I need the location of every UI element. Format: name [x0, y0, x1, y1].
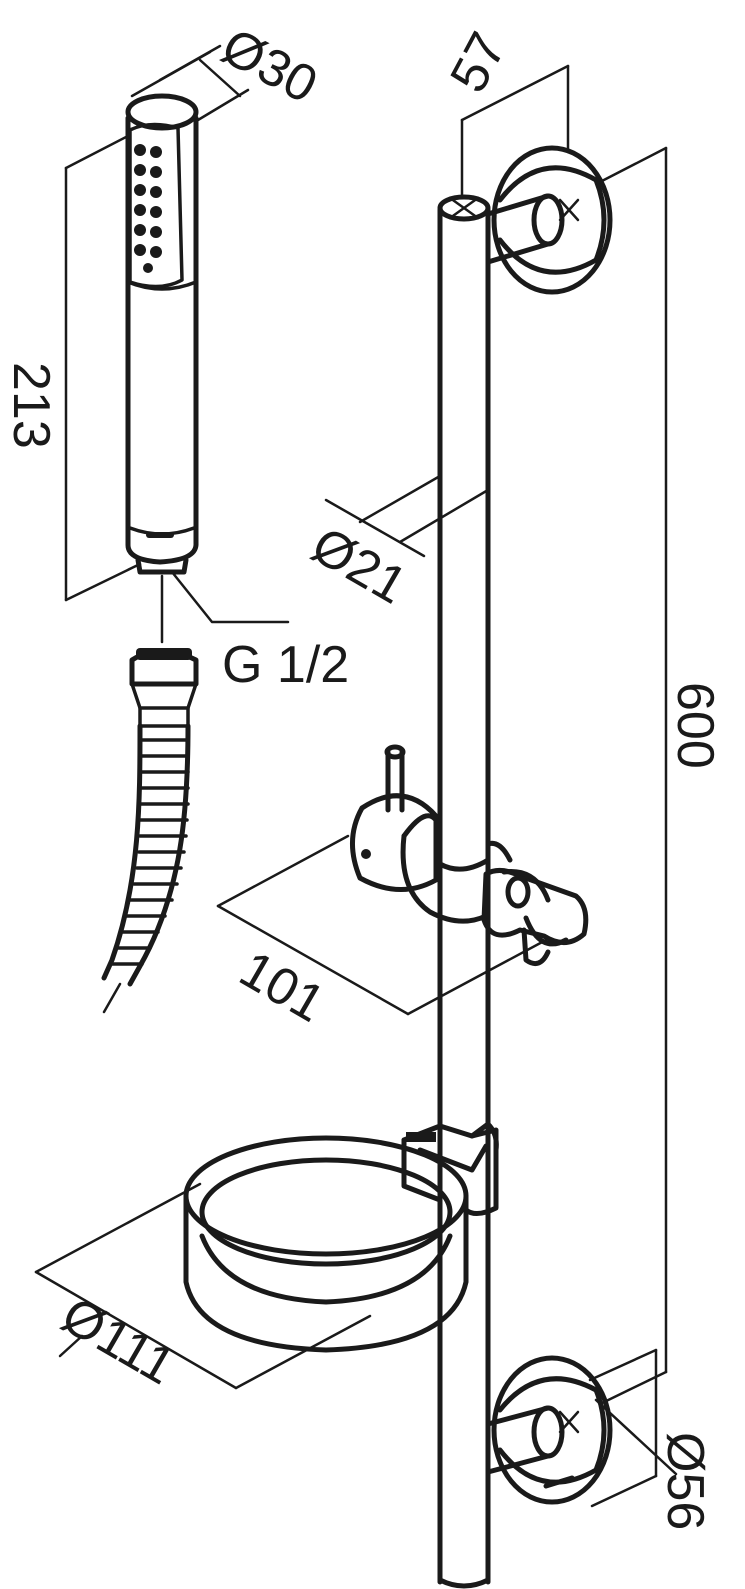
label-hand-shower-length: 213 — [2, 362, 60, 449]
dim-rail-diameter: Ø21 — [302, 474, 490, 616]
label-slider-depth: 101 — [230, 940, 334, 1034]
dim-rail-length: 600 — [598, 146, 724, 1406]
hose-ribs — [108, 738, 190, 966]
label-rail-length: 600 — [666, 682, 724, 769]
dim-hand-shower-length: 213 — [2, 134, 142, 602]
label-bracket-depth: 57 — [439, 23, 517, 101]
soap-ring — [183, 1121, 499, 1353]
slide-rail — [437, 194, 491, 1589]
label-soap-ring-diameter: Ø111 — [52, 1286, 184, 1396]
dim-flange-diameter: Ø56 — [588, 1348, 714, 1530]
label-rail-diameter: Ø21 — [302, 516, 416, 615]
thread-leader: G 1/2 — [170, 570, 349, 694]
dim-hand-shower-diameter: Ø30 — [130, 17, 326, 122]
top-wall-bracket — [485, 145, 613, 295]
label-thread: G 1/2 — [222, 636, 349, 694]
bottom-wall-bracket — [485, 1355, 613, 1505]
spray-nozzles — [134, 144, 162, 273]
hand-shower — [125, 93, 199, 575]
label-flange-diameter: Ø56 — [656, 1432, 714, 1530]
shower-hose — [101, 648, 199, 1014]
slider-holder — [349, 744, 589, 967]
